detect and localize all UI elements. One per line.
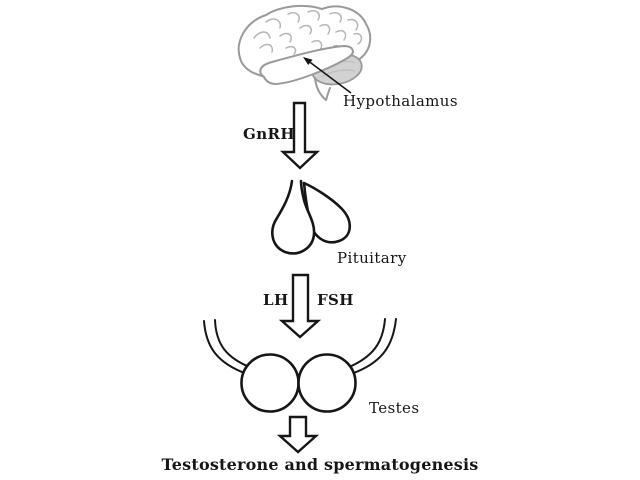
pituitary-label: Pituitary — [337, 249, 407, 267]
fsh-label: FSH — [317, 291, 354, 309]
pituitary-illustration — [271, 179, 352, 255]
spermatic-cords — [203, 318, 397, 375]
testes-label: Testes — [369, 399, 420, 417]
outcome-label: Testosterone and spermatogenesis — [161, 455, 479, 474]
testis-left — [240, 353, 300, 413]
pituitary-anterior-lobe — [271, 179, 316, 255]
lh-fsh-arrow — [278, 273, 322, 339]
gnrh-label: GnRH — [243, 125, 295, 143]
hypothalamus-label: Hypothalamus — [343, 92, 458, 110]
hypothalamus-pointer-arrow — [303, 57, 352, 94]
gnrh-arrow — [279, 101, 321, 170]
temporal-lobe — [259, 45, 354, 85]
outcome-arrow — [276, 415, 320, 454]
brain-gyri — [253, 9, 363, 55]
testis-right — [297, 353, 357, 413]
brain-stem — [314, 77, 331, 101]
brain-illustration — [237, 4, 372, 101]
testes-illustration — [203, 318, 397, 413]
lh-label: LH — [263, 291, 289, 309]
